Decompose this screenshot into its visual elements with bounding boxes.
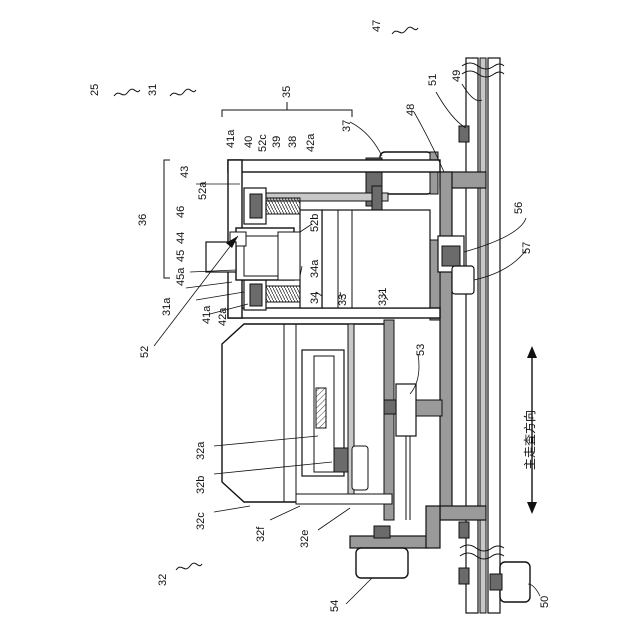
ref-label: 49	[451, 70, 463, 82]
ref-label: 35	[281, 86, 293, 98]
ref-label: 32	[157, 574, 169, 586]
ref-label: 42a	[305, 133, 317, 152]
ref-label: 52c	[257, 134, 269, 152]
ref-label: 45a	[175, 267, 187, 286]
motor-54	[350, 506, 440, 578]
ref-label: 44	[175, 232, 187, 244]
lens-assembly-lower	[244, 280, 300, 310]
guide-rail	[459, 58, 504, 613]
ref-label: 34a	[309, 259, 321, 278]
ref-label: 43	[179, 166, 191, 178]
ref-label: 331	[377, 288, 389, 306]
ref-label: 32e	[299, 530, 311, 548]
ref-label: 50	[539, 596, 551, 608]
ref-label: 33	[337, 294, 349, 306]
ref-label: 41a	[225, 129, 237, 148]
ref-label: 34	[309, 292, 321, 304]
ref-label: 36	[137, 214, 149, 226]
ref-label: 52a	[197, 181, 209, 200]
ref-label: 51	[427, 74, 439, 86]
ref-label: 32f	[255, 526, 267, 542]
ref-label: 54	[329, 600, 341, 612]
ref-label: 45	[175, 250, 187, 262]
ref-label: 41a	[201, 305, 213, 324]
ref-label: 25	[89, 84, 101, 96]
ref-label: 40	[243, 136, 255, 148]
ref-label: 52b	[309, 214, 321, 232]
sensor-57	[452, 266, 474, 294]
ref-label: 32b	[195, 476, 207, 494]
ref-label: 56	[513, 202, 525, 214]
ref-label: 32c	[195, 512, 207, 530]
ref-label: 42a	[217, 307, 229, 326]
ref-label: 47	[371, 20, 383, 32]
ref-label: 37	[341, 120, 353, 132]
ref-label: 46	[175, 206, 187, 218]
reading-unit-32	[222, 320, 394, 520]
lens-block	[206, 228, 300, 280]
ref-label: 32a	[195, 441, 207, 460]
main-scanning-direction-label: 主走査方向	[522, 410, 537, 470]
bracket-36	[164, 160, 170, 278]
ref-label: 52	[139, 346, 151, 358]
ref-label: 31	[147, 84, 159, 96]
ref-label: 31a	[161, 297, 173, 316]
ref-label: 39	[271, 136, 283, 148]
ref-label: 53	[415, 344, 427, 356]
ref-label: 57	[521, 242, 533, 254]
ref-label: 48	[405, 104, 417, 116]
bracket-35	[222, 102, 352, 117]
ref-label: 38	[287, 136, 299, 148]
